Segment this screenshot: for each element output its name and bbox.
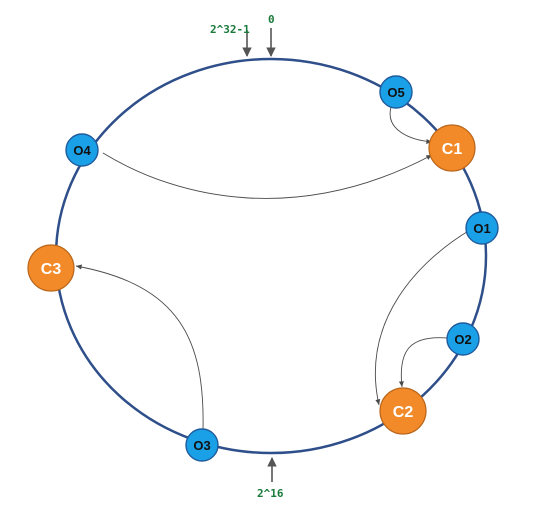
object-node-o2[interactable]: O2 [446,322,480,356]
edge-o5-c1 [389,106,433,144]
edge-o2-c2 [398,337,449,388]
cache-node-c3[interactable]: C3 [27,244,75,292]
object-label-o2: O2 [454,332,471,347]
object-node-o5[interactable]: O5 [379,75,413,109]
object-label-o3: O3 [193,438,210,453]
cache-label-c2: C2 [393,404,414,421]
cache-node-c2[interactable]: C2 [379,387,427,435]
edge-o3-c3 [75,264,204,431]
object-node-o3[interactable]: O3 [185,428,219,462]
marker-label-zero: 0 [268,13,275,26]
marker-label-mid: 2^16 [257,487,284,500]
object-node-o1[interactable]: O1 [465,211,499,245]
object-node-o4[interactable]: O4 [65,133,99,167]
object-label-o4: O4 [73,143,91,158]
marker-label-max: 2^32-1 [210,23,250,36]
object-label-o1: O1 [473,221,490,236]
cache-label-c1: C1 [442,141,463,158]
edge-o4-c1 [102,152,433,199]
object-label-o5: O5 [387,85,404,100]
edge-o1-c2 [374,229,471,406]
cache-node-c1[interactable]: C1 [428,124,476,172]
hash-ring [54,57,488,455]
cache-label-c3: C3 [41,261,62,278]
